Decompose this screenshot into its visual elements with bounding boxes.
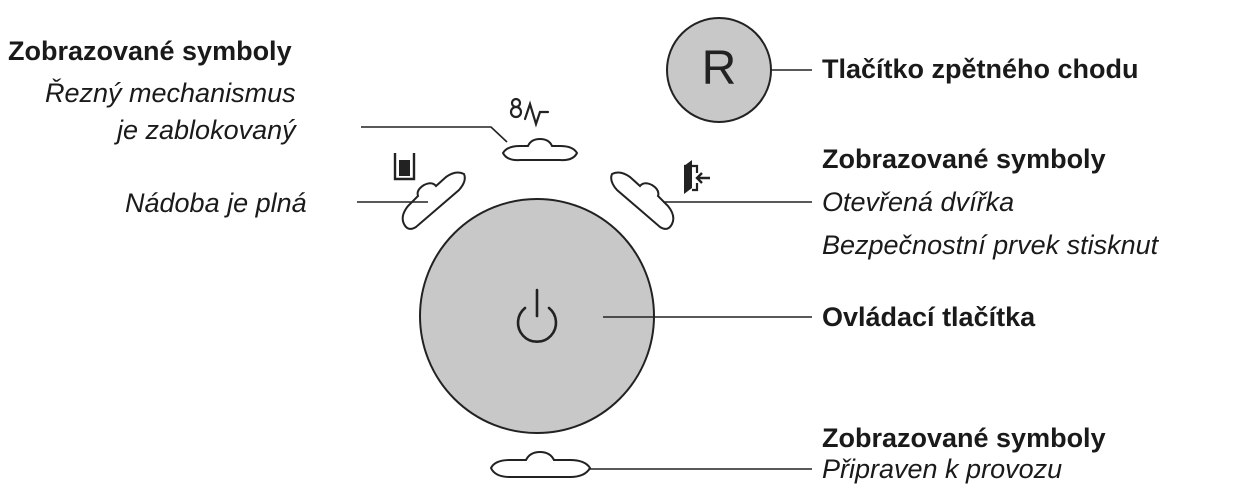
right-line2: Bezpečnostní prvek stisknut bbox=[822, 230, 1159, 260]
blade-leader-line bbox=[361, 126, 508, 143]
top-left-line2: je zablokovaný bbox=[117, 115, 296, 145]
indicator-door-open bbox=[610, 171, 675, 230]
top-left-title: Zobrazované symboly bbox=[8, 36, 292, 66]
right-line1: Otevřená dvířka bbox=[822, 187, 1015, 217]
power-icon bbox=[516, 288, 558, 344]
indicator-blade-blocked bbox=[501, 137, 579, 162]
door-open-icon bbox=[684, 160, 710, 194]
right-title: Zobrazované symboly bbox=[822, 144, 1106, 174]
bottom-line1: Připraven k provozu bbox=[822, 454, 1063, 484]
blade-blocked-icon bbox=[509, 97, 550, 128]
indicator-ready bbox=[489, 450, 592, 478]
control-label: Ovládací tlačítka bbox=[822, 302, 1036, 332]
indicator-container-full bbox=[401, 171, 466, 230]
left-label: Nádoba je plná bbox=[125, 188, 307, 218]
reverse-button-label: Tlačítko zpětného chodu bbox=[822, 54, 1139, 84]
top-left-line1: Řezný mechanismus bbox=[45, 78, 296, 108]
container-full-icon bbox=[393, 153, 416, 181]
reverse-button-letter: R bbox=[701, 42, 737, 95]
bottom-title: Zobrazované symboly bbox=[822, 423, 1106, 453]
